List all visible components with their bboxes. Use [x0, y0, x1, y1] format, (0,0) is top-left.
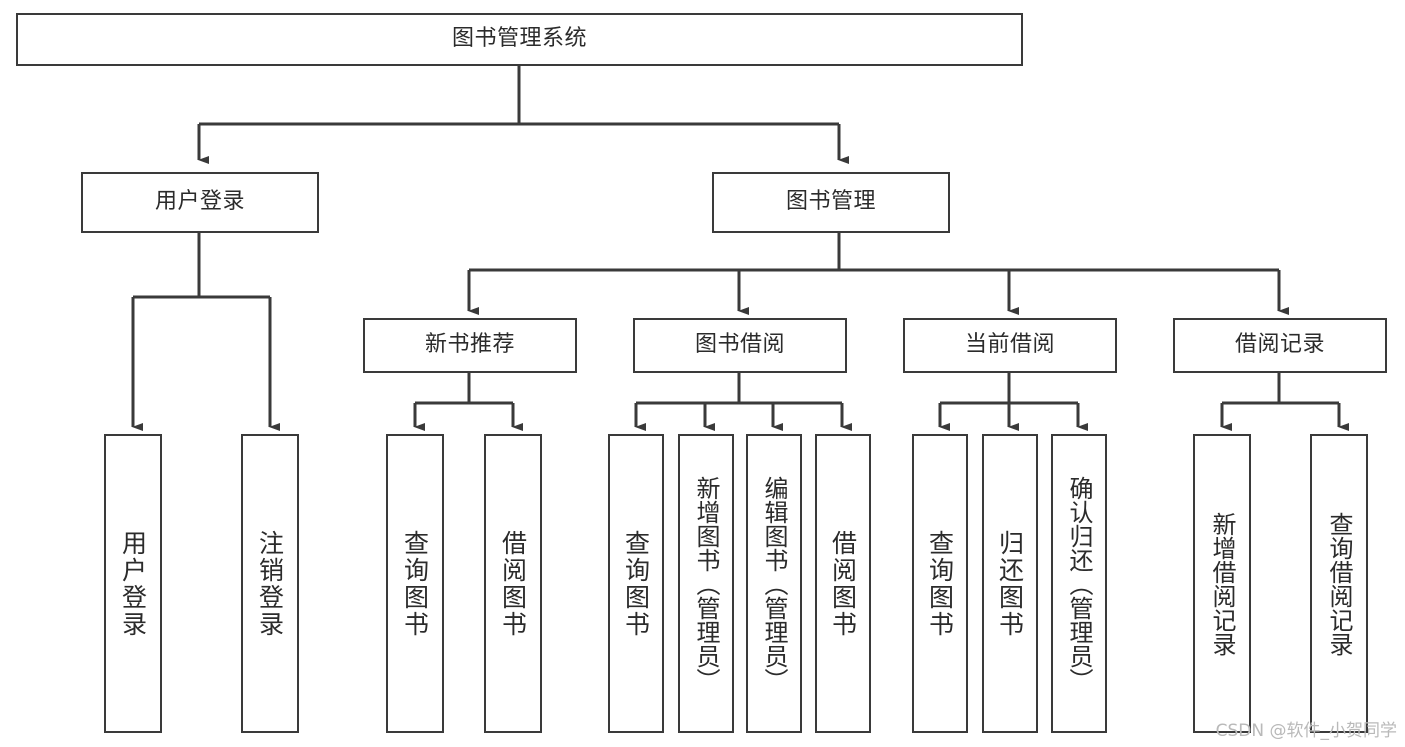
node-label: 新书推荐 [424, 332, 515, 358]
leaf-record-add-record[interactable]: 新增借阅记录 [1193, 434, 1251, 733]
node-book-borrow[interactable]: 图书借阅 [633, 318, 847, 373]
leaf-borrow-add-book-admin[interactable]: 新增图书（管理员） [678, 434, 734, 733]
leaf-borrow-edit-book-admin[interactable]: 编辑图书（管理员） [746, 434, 802, 733]
leaf-borrow-query-book[interactable]: 查询图书 [608, 434, 664, 733]
leaf-recommend-borrow-book[interactable]: 借阅图书 [484, 434, 542, 733]
node-label: 用户登录 [154, 189, 245, 215]
node-label: 归还图书 [995, 529, 1025, 638]
leaf-current-query-book[interactable]: 查询图书 [912, 434, 968, 733]
node-label: 确认归还（管理员） [1065, 475, 1093, 692]
leaf-current-return-book[interactable]: 归还图书 [982, 434, 1038, 733]
node-label: 当前借阅 [964, 332, 1055, 358]
node-label: 查询图书 [400, 529, 430, 638]
node-label: 新增图书（管理员） [692, 475, 720, 692]
leaf-record-query-record[interactable]: 查询借阅记录 [1310, 434, 1368, 733]
node-label: 编辑图书（管理员） [760, 475, 788, 692]
node-current-borrow[interactable]: 当前借阅 [903, 318, 1117, 373]
leaf-user-login-login[interactable]: 用户登录 [104, 434, 162, 733]
node-label: 图书管理 [785, 189, 876, 215]
leaf-recommend-query-book[interactable]: 查询图书 [386, 434, 444, 733]
node-label: 用户登录 [118, 529, 148, 638]
node-label: 图书借阅 [694, 332, 785, 358]
node-label: 注销登录 [255, 529, 285, 638]
node-label: 查询借阅记录 [1325, 511, 1353, 656]
node-label: 查询图书 [925, 529, 955, 638]
watermark-text: CSDN @软件_小贺同学 [1215, 721, 1397, 741]
leaf-current-confirm-return-admin[interactable]: 确认归还（管理员） [1051, 434, 1107, 733]
node-label: 借阅记录 [1234, 332, 1325, 358]
node-root-library-system[interactable]: 图书管理系统 [16, 13, 1023, 66]
node-label: 查询图书 [621, 529, 651, 638]
node-borrow-record[interactable]: 借阅记录 [1173, 318, 1387, 373]
leaf-user-login-logout[interactable]: 注销登录 [241, 434, 299, 733]
node-label: 借阅图书 [828, 529, 858, 638]
node-label: 新增借阅记录 [1208, 511, 1236, 656]
node-new-book-recommend[interactable]: 新书推荐 [363, 318, 577, 373]
node-label: 图书管理系统 [451, 26, 587, 52]
node-user-login[interactable]: 用户登录 [81, 172, 319, 233]
node-label: 借阅图书 [498, 529, 528, 638]
node-book-management[interactable]: 图书管理 [712, 172, 950, 233]
leaf-borrow-borrow-book[interactable]: 借阅图书 [815, 434, 871, 733]
